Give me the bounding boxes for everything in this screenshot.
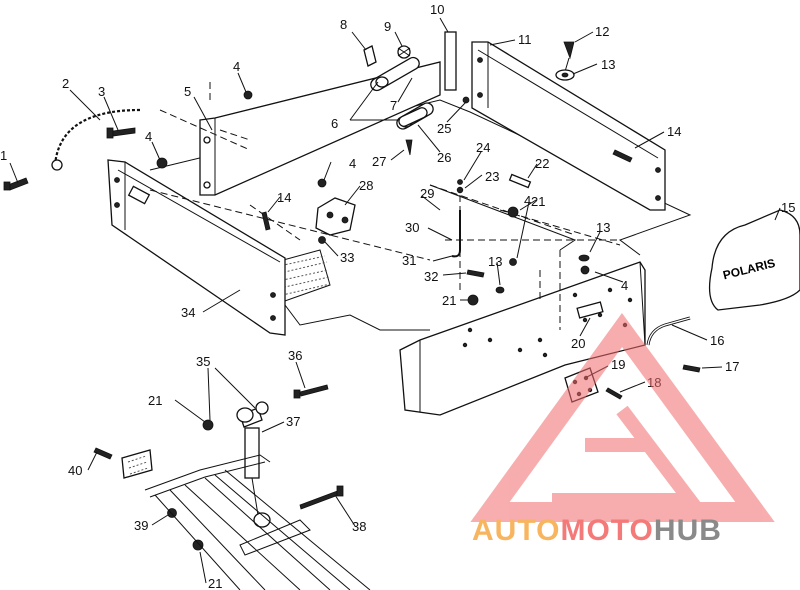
callout-13: 13	[596, 220, 610, 235]
callout-35: 35	[196, 354, 210, 369]
callout-4: 4	[145, 129, 152, 144]
callout-7: 7	[390, 98, 397, 113]
callout-21: 21	[148, 393, 162, 408]
callout-29: 29	[420, 186, 434, 201]
callout-15: 15	[781, 200, 795, 215]
callout-32: 32	[424, 269, 438, 284]
callout-4: 4	[349, 156, 356, 171]
callout-23: 23	[485, 169, 499, 184]
callout-4: 4	[621, 278, 628, 293]
watermark-auto: AUTO	[472, 514, 560, 547]
callout-36: 36	[288, 348, 302, 363]
watermark-hub: HUB	[654, 514, 722, 547]
callout-30: 30	[405, 220, 419, 235]
callout-6: 6	[331, 116, 338, 131]
polaris-badge-shape	[708, 209, 800, 311]
front-panel-holes	[462, 287, 633, 358]
callout-12: 12	[595, 24, 609, 39]
callout-4: 4	[233, 59, 240, 74]
callout-31: 31	[402, 253, 416, 268]
front-panel-slot	[576, 301, 604, 319]
callout-26: 26	[437, 150, 451, 165]
callout-10: 10	[430, 2, 444, 17]
callout-13: 13	[601, 57, 615, 72]
gas-shock	[236, 401, 271, 528]
callout-1: 1	[0, 148, 7, 163]
watermark-triangle-mark	[470, 313, 775, 522]
callout-25: 25	[437, 121, 451, 136]
callout-8: 8	[340, 17, 347, 32]
frame-rails	[144, 454, 371, 590]
callout-3: 3	[98, 84, 105, 99]
callout-11: 11	[518, 32, 532, 47]
callout-16: 16	[710, 333, 724, 348]
callout-21: 21	[208, 576, 222, 590]
leader-lines	[9, 17, 781, 584]
callout-9: 9	[384, 19, 391, 34]
callout-13: 13	[488, 254, 502, 269]
callout-22: 22	[535, 156, 549, 171]
watermark-moto: MOTO	[560, 514, 653, 547]
callout-27: 27	[372, 154, 386, 169]
callout-38: 38	[352, 519, 366, 534]
callout-37: 37	[286, 414, 300, 429]
callout-20: 20	[571, 336, 585, 351]
callout-14: 14	[277, 190, 291, 205]
callout-2: 2	[62, 76, 69, 91]
callout-33: 33	[340, 250, 354, 265]
watermark-logo: AUTOMOTOHUB	[470, 313, 775, 547]
callout-28: 28	[359, 178, 373, 193]
callout-19: 19	[611, 357, 625, 372]
callout-21: 21	[442, 293, 456, 308]
callout-40: 40	[68, 463, 82, 478]
callout-4: 4	[524, 193, 531, 208]
callout-34: 34	[181, 305, 195, 320]
callout-21: 21	[531, 194, 545, 209]
callout-39: 39	[134, 518, 148, 533]
callout-5: 5	[184, 84, 191, 99]
callout-17: 17	[725, 359, 739, 374]
watermark-text: AUTOMOTOHUB	[472, 514, 722, 547]
callout-14: 14	[667, 124, 681, 139]
callout-24: 24	[476, 140, 490, 155]
